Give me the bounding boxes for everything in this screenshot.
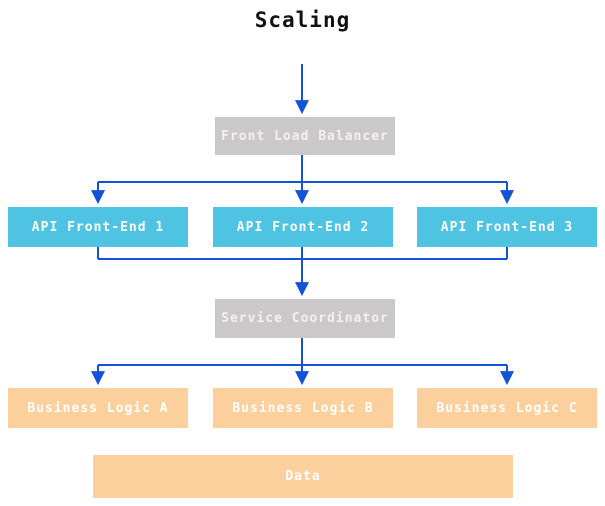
node-business-logic-a: Business Logic A — [8, 388, 188, 428]
node-front-load-balancer: Front Load Balancer — [215, 117, 395, 155]
node-data: Data — [93, 455, 513, 498]
node-business-logic-b: Business Logic B — [213, 388, 393, 428]
node-api-front-end-1: API Front-End 1 — [8, 207, 188, 247]
edge-loadbalancer-fanout — [98, 155, 507, 183]
node-business-logic-c: Business Logic C — [417, 388, 597, 428]
node-api-front-end-2: API Front-End 2 — [213, 207, 393, 247]
edge-coordinator-fanout — [98, 338, 507, 366]
diagram-title: Scaling — [254, 8, 351, 32]
node-service-coordinator: Service Coordinator — [215, 299, 395, 338]
node-api-front-end-3: API Front-End 3 — [417, 207, 597, 247]
